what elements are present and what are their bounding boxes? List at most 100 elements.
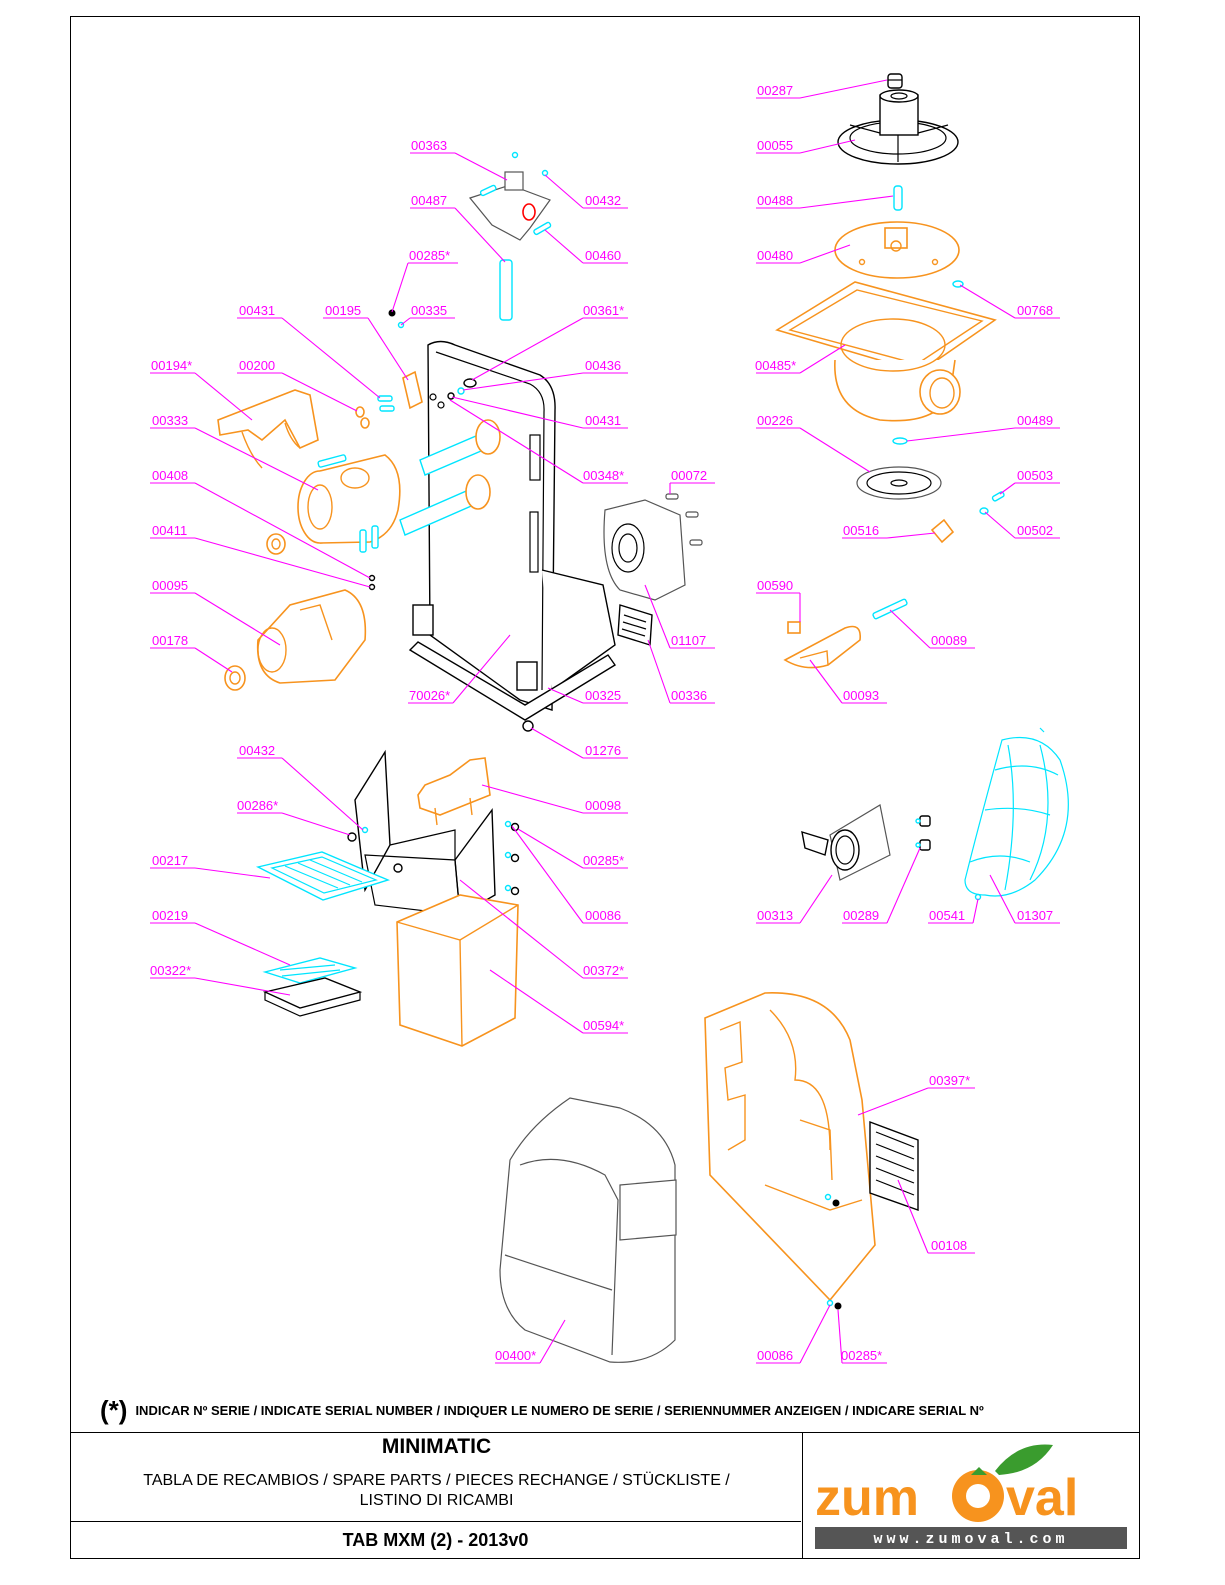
- logo-url: www.zumoval.com: [873, 1531, 1068, 1548]
- part-01307-cage: [964, 727, 1069, 897]
- part-00217-grid: [255, 851, 391, 901]
- callout-00480: 00480: [757, 248, 793, 263]
- callout-00219: 00219: [152, 908, 188, 923]
- part-00431-screw-right: [447, 392, 455, 400]
- callout-00089: 00089: [931, 633, 967, 648]
- part-00489-washer: [892, 437, 908, 445]
- part-70026-main-frame: [408, 340, 617, 721]
- part-00503-screw: [991, 491, 1005, 502]
- callout-00768: 00768: [1017, 303, 1053, 318]
- callout-00086-tray: 00086: [585, 908, 621, 923]
- callout-00516: 00516: [843, 523, 879, 538]
- part-00431-screws-left: [377, 395, 395, 412]
- callout-00095: 00095: [152, 578, 188, 593]
- callout-00217: 00217: [152, 853, 188, 868]
- part-00219-filter: [262, 957, 358, 984]
- part-00098-bracket: [417, 757, 491, 826]
- part-00485-bowl: [775, 281, 997, 422]
- callout-00336: 00336: [671, 688, 707, 703]
- part-00086-washer-bottom: [824, 1193, 834, 1307]
- callout-00372: 00372*: [583, 963, 624, 978]
- callout-00287: 00287: [757, 83, 793, 98]
- callout-00178: 00178: [152, 633, 188, 648]
- part-00336-grille: [617, 604, 653, 646]
- part-00289-nuts: [915, 815, 931, 851]
- part-00363-bracket: [468, 171, 551, 241]
- callout-00226: 00226: [757, 413, 793, 428]
- sheet-code: TAB MXM (2) - 2013v0: [70, 1521, 801, 1559]
- part-00226-gear: [856, 466, 942, 500]
- part-00055-top-cover: [837, 89, 959, 165]
- model-name: MINIMATIC: [381, 1435, 492, 1458]
- callout-00055: 00055: [757, 138, 793, 153]
- part-01107-gearbox: [603, 499, 686, 601]
- part-00086-washers-tray: [504, 820, 512, 892]
- title-block: MINIMATIC TABLA DE RECAMBIOS / SPARE PAR…: [70, 1432, 1140, 1559]
- callout-00098: 00098: [585, 798, 621, 813]
- callout-00348: 00348*: [583, 468, 624, 483]
- logo-url-bar: [815, 1527, 1127, 1549]
- callout-00411: 00411: [152, 523, 187, 538]
- callout-00431-right: 00431: [585, 413, 621, 428]
- callout-01276: 01276: [585, 743, 621, 758]
- callout-00503: 00503: [1017, 468, 1053, 483]
- part-00400-front-cover: [499, 1097, 677, 1363]
- part-00594-bucket: [396, 894, 519, 1047]
- serial-number-note: (*) INDICAR Nº SERIE / INDICATE SERIAL N…: [100, 1393, 1140, 1427]
- part-00488-pin: [893, 185, 903, 211]
- part-00460-screw: [533, 221, 552, 236]
- part-00287-nut: [887, 73, 903, 89]
- callout-00200: 00200: [239, 358, 275, 373]
- callout-00487: 00487: [411, 193, 447, 208]
- part-00408-ring: [266, 533, 286, 555]
- part-00436-washer: [457, 387, 465, 395]
- callout-00093: 00093: [843, 688, 879, 703]
- part-00348-shafts: [399, 419, 501, 536]
- part-00195-block: [402, 370, 423, 410]
- callout-00489: 00489: [1017, 413, 1053, 428]
- sheet-description-line1: TABLA DE RECAMBIOS / SPARE PARTS / PIECE…: [143, 1472, 730, 1489]
- part-00411-screws: [368, 574, 376, 591]
- callout-00286: 00286*: [237, 798, 278, 813]
- part-00093-spout: [783, 625, 862, 669]
- callout-00485: 00485*: [755, 358, 796, 373]
- callout-01307: 01307: [1017, 908, 1053, 923]
- callout-00400: 00400*: [495, 1348, 536, 1363]
- callout-00460: 00460: [585, 248, 621, 263]
- callout-00285-top: 00285*: [409, 248, 450, 263]
- part-00200-washers: [355, 406, 370, 429]
- part-00372-tray-frame: [354, 749, 496, 917]
- callout-labels: 00287 00055 00363 00432 00487 00460 0048…: [150, 83, 1053, 1363]
- exploded-parts-diagram: 00287 00055 00363 00432 00487 00460 0048…: [150, 73, 1069, 1364]
- callout-00432-tray: 00432: [239, 743, 275, 758]
- callout-00313: 00313: [757, 908, 793, 923]
- leaf-icon: [995, 1444, 1053, 1475]
- sheet-description-line2: LISTINO DI RICAMBI: [359, 1492, 514, 1509]
- part-00313-outlet: [801, 804, 891, 881]
- callout-00325: 00325: [585, 688, 621, 703]
- asterisk-symbol: (*): [100, 1394, 128, 1425]
- callout-01107: 01107: [671, 633, 706, 648]
- callout-00333: 00333: [152, 413, 188, 428]
- callout-00322: 00322*: [150, 963, 191, 978]
- part-00432-screw-tray: [361, 826, 369, 834]
- sheet-description: TABLA DE RECAMBIOS / SPARE PARTS / PIECE…: [90, 1471, 783, 1511]
- part-00590-clip: [787, 621, 801, 634]
- part-00285-nut-top: [388, 309, 396, 317]
- zumoval-logo-graphic: zum val www.zumoval.com: [815, 1444, 1127, 1549]
- part-00541-screw: [974, 893, 982, 901]
- part-00178-ring: [224, 665, 246, 691]
- drawing-sheet: [70, 16, 1140, 1559]
- callout-00285-bottom: 00285*: [841, 1348, 882, 1363]
- callout-00108: 00108: [931, 1238, 967, 1253]
- callout-00432-top: 00432: [585, 193, 621, 208]
- callout-00335: 00335: [411, 303, 447, 318]
- part-00333-drum: [297, 454, 401, 553]
- part-00480-plate: [834, 221, 960, 279]
- part-00194-guard: [217, 389, 319, 469]
- part-00072-screws: [665, 493, 703, 546]
- callout-00195: 00195: [325, 303, 361, 318]
- part-00397-frame: [704, 992, 876, 1302]
- part-00108-grille: [869, 1120, 919, 1211]
- title-block-info: MINIMATIC TABLA DE RECAMBIOS / SPARE PAR…: [70, 1433, 803, 1558]
